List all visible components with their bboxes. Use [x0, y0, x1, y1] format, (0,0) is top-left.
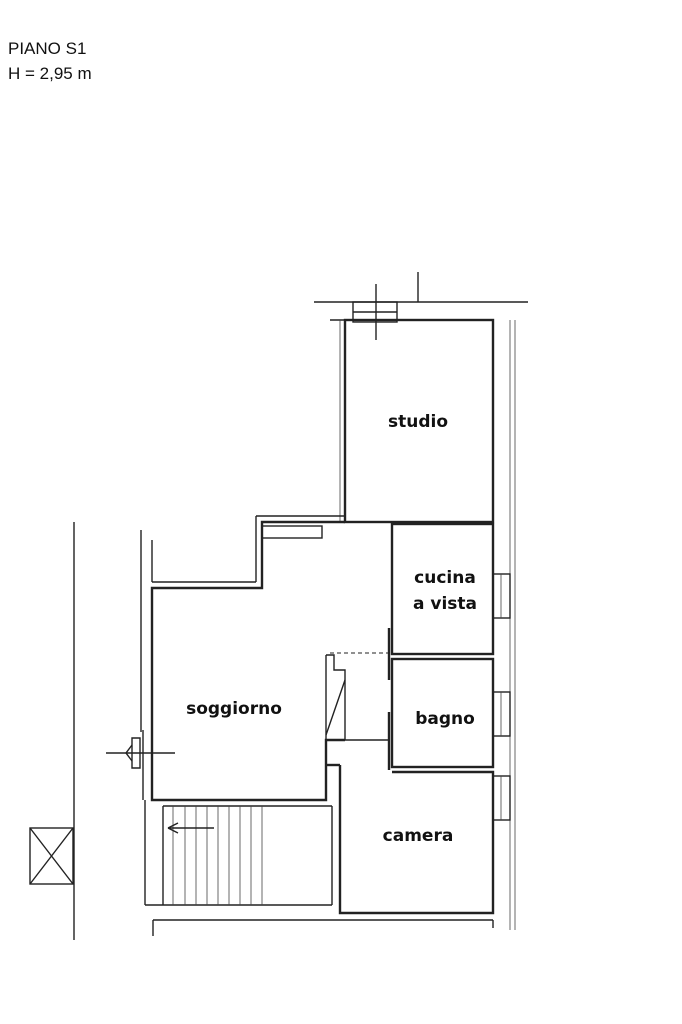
- room-cucina: cucina a vista: [390, 522, 511, 656]
- room-label-bagno: bagno: [415, 709, 475, 729]
- room-label-studio: studio: [388, 412, 448, 432]
- room-label-cucina-line2: a vista: [413, 594, 477, 614]
- outer-walls-bottom: [152, 919, 494, 936]
- room-label-soggiorno: soggiorno: [186, 699, 282, 719]
- room-camera: camera: [326, 763, 511, 915]
- staircase: [144, 800, 333, 906]
- room-label-camera: camera: [383, 826, 454, 846]
- top-entry: [314, 272, 528, 340]
- floor-label: PIANO S1: [8, 39, 87, 58]
- outer-walls-left: [29, 522, 142, 940]
- room-studio: studio: [339, 318, 516, 930]
- room-soggiorno: soggiorno: [106, 515, 389, 802]
- room-bagno: bagno: [387, 628, 511, 770]
- ceiling-height-label: H = 2,95 m: [8, 64, 92, 83]
- plan-header: PIANO S1 H = 2,95 m: [8, 36, 92, 86]
- room-label-cucina-line1: cucina: [414, 568, 476, 588]
